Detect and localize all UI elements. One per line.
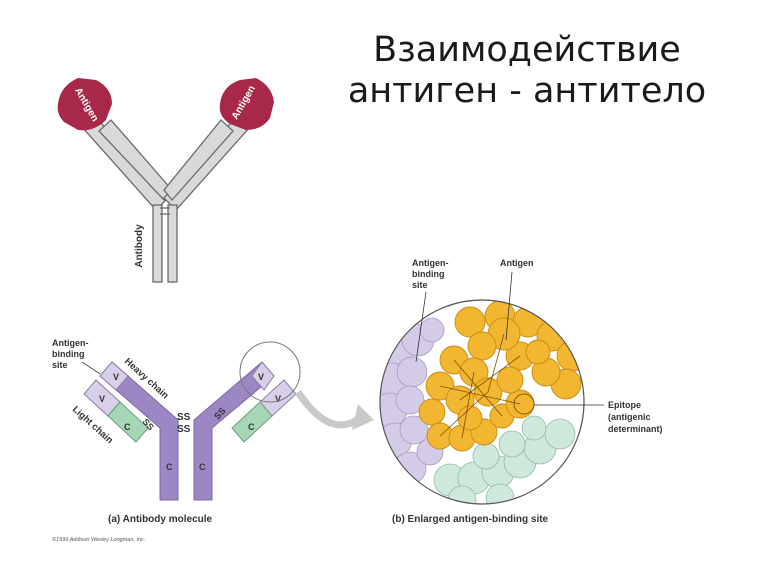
top-stem-right xyxy=(167,204,178,283)
binding-site-outline xyxy=(379,299,585,505)
panel-b: Antigen- binding site Antigen Epitope (a… xyxy=(379,258,663,525)
label-c-light-left: C xyxy=(124,422,131,432)
top-antibody xyxy=(81,114,251,283)
slide-title: Взаимодействие антиген - антитело xyxy=(332,30,722,112)
antigen-cap-left: Antigen xyxy=(57,78,112,131)
title-line-2: антиген - антитело xyxy=(347,71,707,111)
label-v-heavy-right: V xyxy=(258,372,264,382)
panel-b-antigen-pointer xyxy=(505,271,513,341)
panel-a: V V C C C V V C SS SS SS SS Heavy chain … xyxy=(52,338,374,543)
top-stem-left xyxy=(152,204,163,283)
label-v-light-left: V xyxy=(99,394,105,404)
light-chain-left-c xyxy=(107,401,149,443)
label-c-heavy-right: C xyxy=(199,462,206,472)
panel-b-binding-site-pointer xyxy=(415,291,427,363)
panel-b-binding-site-label: Antigen- binding site xyxy=(412,258,451,290)
antigen-bonds xyxy=(439,333,521,439)
top-left-arm-outer xyxy=(81,114,169,211)
zoom-arrow xyxy=(295,390,363,429)
epitope-atom xyxy=(513,393,535,415)
panel-a-binding-site-label: Antigen- binding site xyxy=(52,338,91,370)
top-left-arm-inner xyxy=(98,119,173,201)
antigen-cap-right: Antigen xyxy=(219,78,274,130)
top-right-arm-outer xyxy=(163,114,251,211)
heavy-chain-left-v xyxy=(99,361,129,391)
ss-bond-hinge-bottom: SS xyxy=(177,424,191,435)
magnifier-circle xyxy=(239,341,301,403)
antibody-label: Antibody xyxy=(134,224,145,268)
ss-bond-hinge-top: SS xyxy=(177,412,191,423)
label-v-heavy-left: V xyxy=(113,372,119,382)
zoom-arrow-head xyxy=(352,404,374,430)
top-right-arm-inner xyxy=(163,119,234,202)
epitope-label: Epitope (antigenic determinant) xyxy=(608,400,663,434)
copyright-note: ©1999 Addison Wesley Longman, Inc. xyxy=(52,536,145,543)
panel-b-caption: (b) Enlarged antigen-binding site xyxy=(392,514,549,525)
panel-b-antigen-label: Antigen xyxy=(500,258,534,268)
title-line-1: Взаимодействие xyxy=(373,30,681,70)
antigen-atoms xyxy=(418,300,584,452)
label-c-light-right: C xyxy=(248,422,255,432)
panel-a-caption: (a) Antibody molecule xyxy=(108,514,213,525)
heavy-chain-right-v xyxy=(251,361,275,391)
label-v-light-right: V xyxy=(275,394,281,404)
binding-site-interior xyxy=(380,300,584,504)
panel-a-binding-site-pointer xyxy=(81,361,101,375)
green-spheres xyxy=(433,415,576,504)
label-c-heavy-left: C xyxy=(166,462,173,472)
light-chain-right-c xyxy=(231,401,273,443)
